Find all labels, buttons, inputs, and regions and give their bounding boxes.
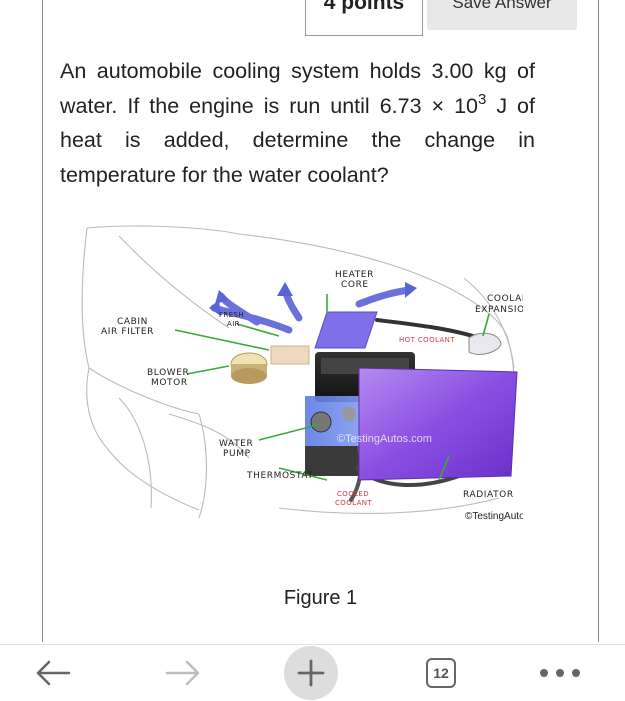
question-part2: J of heat is added, determine the change… — [60, 93, 535, 187]
question-part1: An automobile cooling system holds 3.00 … — [60, 59, 535, 118]
label-water-pump-2: PUMP — [223, 449, 251, 459]
label-blower-motor-2: MOTOR — [151, 378, 188, 388]
label-hot-coolant: HOT COOLANT — [399, 336, 455, 344]
question-text: An automobile cooling system holds 3.00 … — [60, 54, 535, 192]
label-blower-motor-1: BLOWER — [147, 368, 189, 378]
label-heater-core-1: HEATER — [335, 270, 374, 280]
plus-icon — [297, 659, 325, 687]
label-thermostat: THERMOSTAT — [246, 471, 314, 481]
label-cooled-coolant-2: COOLANT — [335, 499, 372, 507]
car-outline — [81, 225, 515, 519]
forward-arrow-icon — [165, 660, 200, 686]
question-card: 4 points Save Answer An automobile cooli… — [42, 0, 599, 642]
copyright-text: ©TestingAutos.com — [465, 511, 523, 522]
air-flow-arrows — [210, 286, 413, 334]
blower-motor — [230, 352, 268, 384]
label-heater-core-2: CORE — [341, 280, 369, 290]
back-button[interactable] — [28, 645, 78, 701]
save-answer-button[interactable]: Save Answer — [427, 0, 577, 30]
cooling-system-figure: ©TestingAutos.com HEATER CORE COOLANT EX… — [81, 225, 523, 522]
question-exponent: 3 — [477, 90, 487, 108]
heater-core — [314, 311, 378, 349]
watermark-text: ©TestingAutos.com — [337, 433, 432, 445]
new-tab-circle — [284, 646, 338, 700]
air-arrow-heads — [209, 282, 417, 316]
coolant-expansion-tank — [468, 332, 502, 355]
label-fresh-air-2: AIR — [227, 320, 240, 328]
label-cabin-filter-1: CABIN — [117, 317, 148, 327]
cabin-air-filter — [270, 345, 310, 365]
leader-arrows — [174, 294, 490, 481]
figure-caption: Figure 1 — [283, 587, 358, 609]
new-tab-button[interactable] — [283, 645, 339, 701]
more-icon — [540, 669, 580, 677]
label-radiator: RADIATOR — [463, 490, 514, 500]
tabs-button[interactable]: 12 — [424, 645, 458, 701]
label-fresh-air-1: FRESH — [219, 311, 244, 319]
browser-bottom-bar: 12 — [0, 644, 625, 701]
label-water-pump-1: WATER — [219, 439, 253, 449]
label-coolant-tank-2: EXPANSION TANK — [475, 305, 523, 315]
radiator — [358, 367, 518, 481]
tabs-icon: 12 — [426, 658, 456, 688]
label-cooled-coolant-1: COOLED — [337, 490, 369, 498]
points-label: 4 points — [305, 0, 423, 36]
more-button[interactable] — [535, 645, 585, 701]
label-cabin-filter-2: AIR FILTER — [101, 327, 154, 337]
forward-button[interactable] — [158, 645, 208, 701]
back-arrow-icon — [36, 660, 71, 686]
label-coolant-tank-1: COOLANT — [487, 294, 523, 304]
